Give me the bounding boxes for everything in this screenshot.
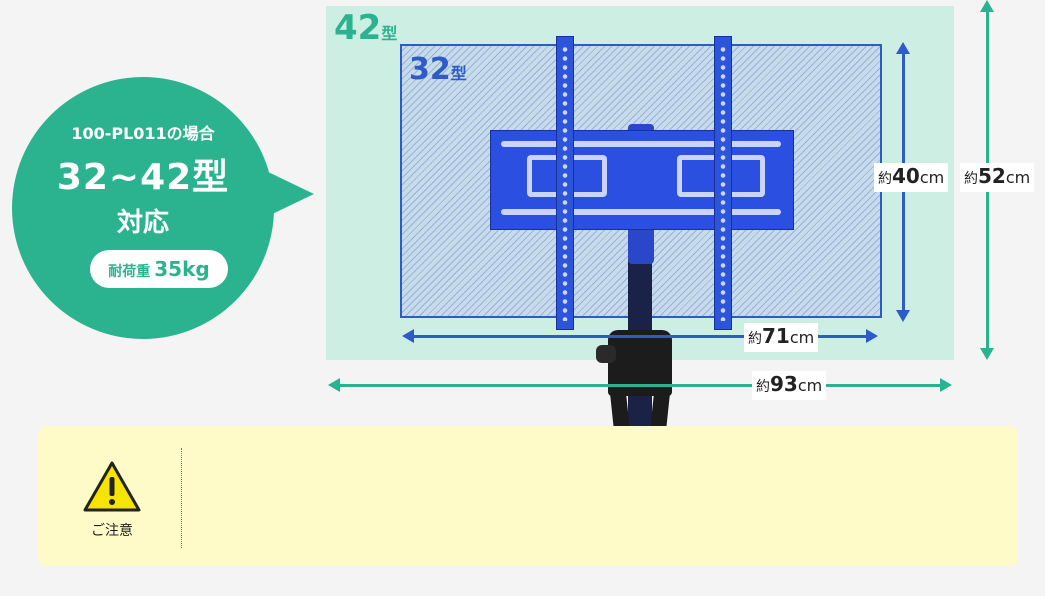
size-42-label: 42型: [334, 8, 398, 48]
height-32-label: 約40cm: [874, 163, 949, 192]
bracket-plate: [490, 130, 794, 230]
notice-divider: [181, 448, 182, 548]
bubble-pointer: [264, 170, 314, 218]
weight-label: 耐荷重: [108, 264, 151, 280]
height-42-label: 約52cm: [960, 163, 1035, 192]
info-bubble: [12, 77, 274, 339]
notice-box: [38, 426, 1018, 566]
model-line: 100-PL011の場合: [71, 124, 215, 143]
width-42-arrow: [328, 378, 952, 392]
bracket-rail-right: [714, 36, 732, 330]
size-range: 32~42型: [56, 157, 230, 198]
support-text: 対応: [116, 208, 169, 238]
width-42-label: 約93cm: [752, 371, 827, 400]
width-32-arrow: [402, 329, 878, 343]
width-32-label: 約71cm: [744, 323, 819, 352]
stand-clamp: [596, 345, 616, 363]
bracket-rail-left: [556, 36, 574, 330]
notice-title: ご注意: [91, 523, 133, 539]
weight-value: 35kg: [154, 257, 210, 281]
warning-icon: [82, 460, 142, 514]
size-32-label: 32型: [409, 52, 467, 87]
